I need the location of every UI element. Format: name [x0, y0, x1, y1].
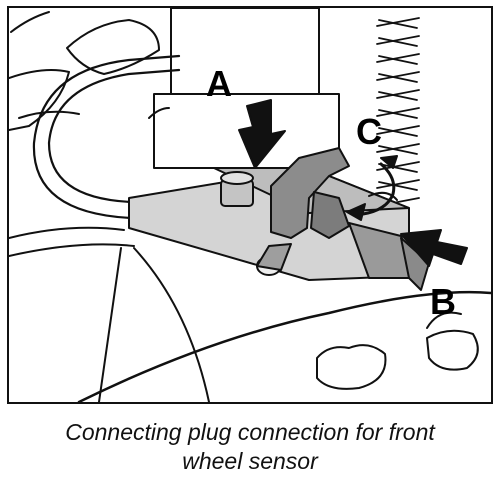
- locking-clip: [256, 147, 350, 276]
- background-blobs: [316, 311, 479, 390]
- arrow-b-icon: [400, 229, 468, 267]
- sensor-cable: [32, 54, 181, 220]
- figure-caption: Connecting plug connection for front whe…: [0, 418, 500, 476]
- mounting-bolt: [220, 171, 254, 207]
- illustration-frame: A C B: [7, 6, 493, 404]
- arrow-a-icon: [238, 99, 286, 169]
- connector-plug: [128, 167, 430, 291]
- caption-line-1: Connecting plug connection for front: [65, 419, 435, 445]
- plug-connection-illustration: A C B: [9, 8, 491, 402]
- caption-line-2: wheel sensor: [182, 448, 318, 474]
- coil-spring: [376, 17, 420, 207]
- arrow-c-rotate-icon: [346, 155, 398, 221]
- label-b: B: [430, 281, 456, 322]
- label-c: C: [356, 111, 382, 152]
- label-a: A: [206, 63, 232, 104]
- background-wheel-arch: [9, 11, 491, 402]
